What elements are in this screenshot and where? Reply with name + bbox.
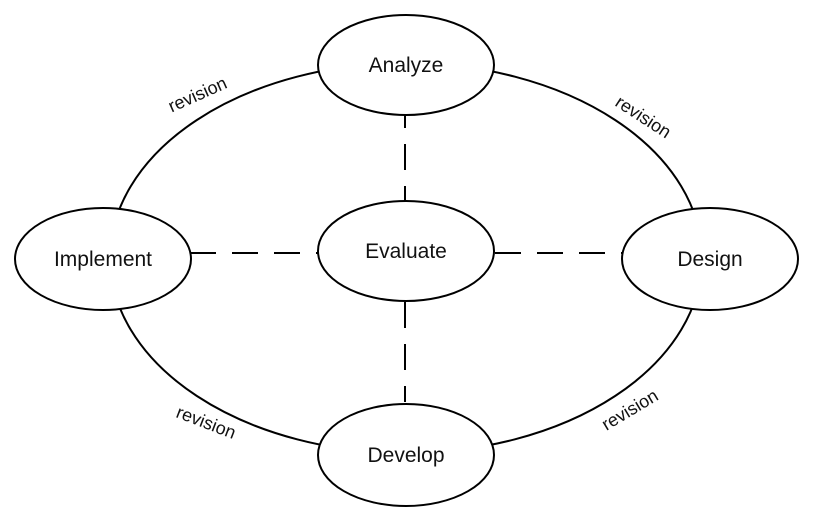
node-design-label: Design xyxy=(677,248,742,271)
node-evaluate: Evaluate xyxy=(317,200,495,302)
node-implement: Implement xyxy=(14,207,192,311)
node-implement-shape xyxy=(14,207,192,311)
node-implement-label: Implement xyxy=(54,248,152,271)
node-develop-label: Develop xyxy=(367,444,444,467)
node-design: Design xyxy=(621,207,799,311)
node-develop-shape xyxy=(317,403,495,507)
revision-label-analyze-design: revision xyxy=(612,92,675,143)
revision-label-implement-analyze: revision xyxy=(165,73,230,117)
node-develop: Develop xyxy=(317,403,495,507)
revision-label-design-develop: revision xyxy=(598,385,661,434)
node-evaluate-shape xyxy=(317,200,495,302)
node-analyze-shape xyxy=(317,14,495,116)
node-design-shape xyxy=(621,207,799,311)
node-analyze: Analyze xyxy=(317,14,495,116)
node-evaluate-label: Evaluate xyxy=(365,240,447,263)
node-analyze-label: Analyze xyxy=(369,54,444,77)
revision-label-develop-implement: revision xyxy=(174,402,239,443)
